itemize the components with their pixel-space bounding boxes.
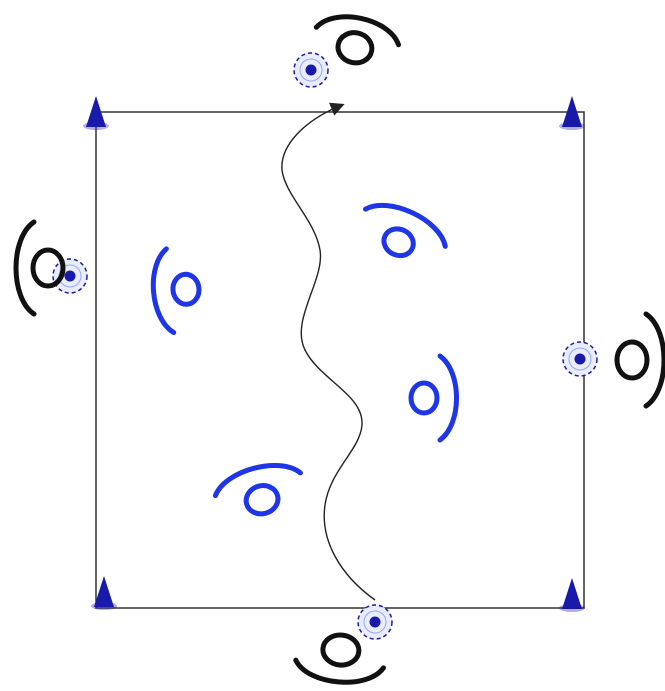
ball-icon [563, 342, 597, 376]
field-boundary [96, 112, 584, 608]
player-figure-icon [150, 246, 203, 334]
movement-path-arrow [282, 105, 375, 600]
cone-icon [559, 578, 585, 612]
ball-icon [53, 259, 87, 293]
player-figure-icon [353, 194, 452, 272]
player-figure-icon [211, 457, 308, 525]
cone-icon [559, 96, 585, 130]
player-figure-icon [617, 314, 664, 406]
cone-icon [91, 576, 117, 610]
ball-icon [294, 53, 328, 87]
ball-icon [358, 605, 392, 639]
player-figure-icon [411, 356, 457, 440]
cone-icon [83, 96, 109, 130]
